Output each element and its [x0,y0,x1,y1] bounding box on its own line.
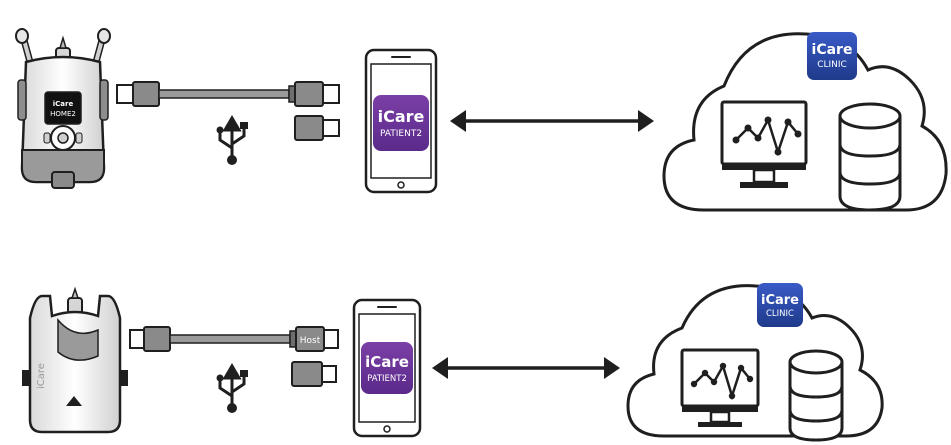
usb-adapter-icon [291,361,337,387]
tonometer-cradle-icon [22,286,128,434]
smartphone-icon [352,298,422,438]
patient-app-brand: iCare [378,107,425,126]
cradle-side-label: iCare [36,363,47,389]
bidirectional-arrow-icon [432,357,620,379]
clinic-app-badge [807,32,857,80]
usb-symbol-icon [216,363,248,413]
clinic-app-name: CLINIC [817,60,847,70]
usb-symbol-icon [216,115,248,165]
database-icon [838,102,902,212]
database-icon [788,349,844,442]
clinic-app-badge [757,283,803,327]
tonometer-device-icon [15,28,111,189]
usb-cable-icon [116,81,340,107]
monitor-chart-icon [680,348,760,427]
usb-adapter-icon [294,115,340,141]
monitor-chart-icon [720,100,808,188]
device-model-label: HOME2 [50,110,76,118]
patient-app-name: PATIENT2 [380,129,422,139]
clinic-app-brand: iCare [812,42,853,58]
patient-app-brand: iCare [365,353,409,371]
host-label: Host [300,336,321,346]
clinic-app-name: CLINIC [766,309,794,319]
clinic-app-brand: iCare [761,293,799,308]
patient-app-name: PATIENT2 [367,374,407,384]
device-brand-label: iCare [53,100,74,108]
smartphone-icon [364,48,438,194]
bidirectional-arrow-icon [450,110,654,132]
usb-cable-icon [129,326,339,352]
